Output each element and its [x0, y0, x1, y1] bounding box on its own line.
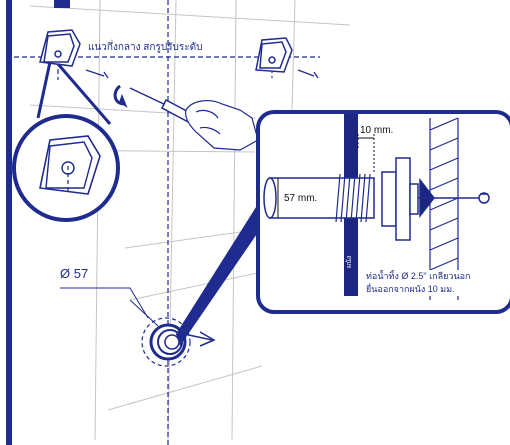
pipe-note-line2: ยื่นออกจากผนัง 10 มม.	[366, 284, 455, 294]
screw-icon	[297, 69, 319, 79]
wall-hatch	[429, 117, 459, 300]
centerline-label: แนวกึ่งกลาง สกรูปรับระดับ	[88, 42, 203, 53]
bracket-icon	[39, 29, 81, 67]
pipe-outlet	[60, 287, 216, 367]
screw-icon	[85, 69, 109, 79]
screwdriver-icon	[113, 84, 197, 126]
top-tab	[54, 0, 70, 8]
hand-icon	[185, 100, 259, 151]
detail-callout-wedge	[176, 188, 272, 346]
pipe-icon	[263, 173, 375, 223]
bracket-icon	[255, 37, 293, 73]
wall-label: ผนัง	[346, 255, 353, 268]
pipe-note: ท่อน้ำทิ้ง Ø 2.5" เกลียวนอก ยื่นออกจากผน…	[366, 270, 510, 296]
diameter-label: Ø 57	[60, 266, 89, 281]
wall-guide-lines	[29, 0, 351, 441]
pipe-detail-box	[256, 110, 510, 314]
magnifier-callout	[36, 61, 112, 125]
gap-dimension-label: 10 mm.	[360, 125, 394, 136]
flange-icon	[381, 157, 490, 241]
pipe-note-line1: ท่อน้ำทิ้ง Ø 2.5" เกลียวนอก	[366, 271, 471, 281]
bracket-detail-magnifier	[12, 114, 120, 222]
dimension-lines	[277, 134, 375, 218]
pipe-diameter-label: 57 mm.	[284, 193, 318, 204]
left-edge-bar	[6, 0, 12, 445]
